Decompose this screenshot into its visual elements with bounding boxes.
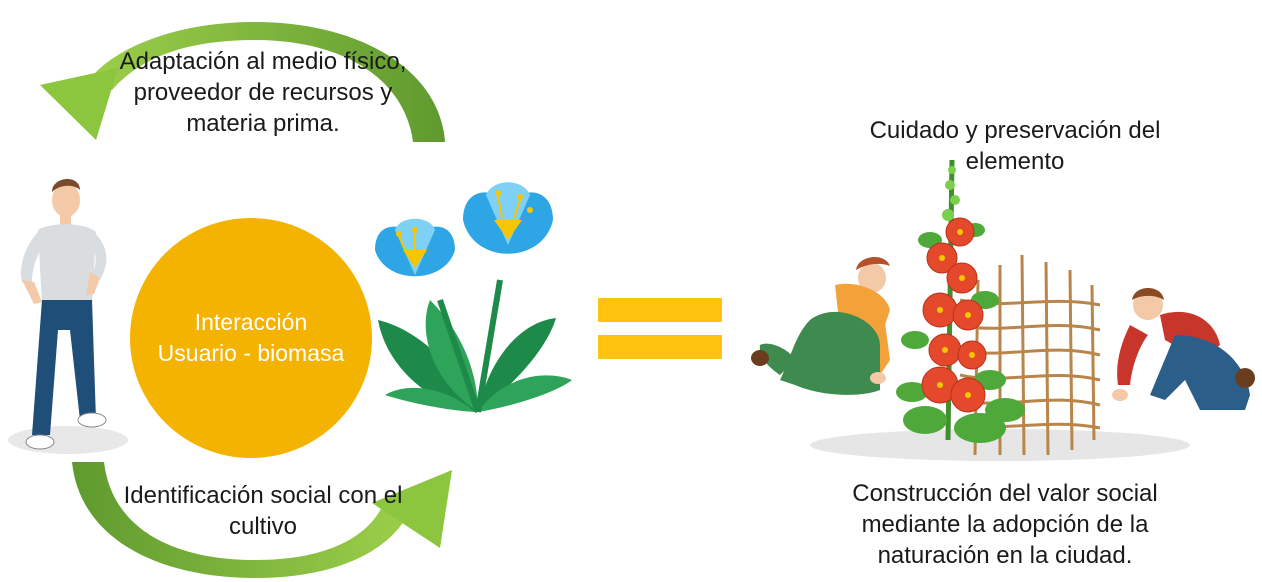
woman-gardener — [751, 257, 890, 395]
man-gardener — [1112, 288, 1255, 410]
